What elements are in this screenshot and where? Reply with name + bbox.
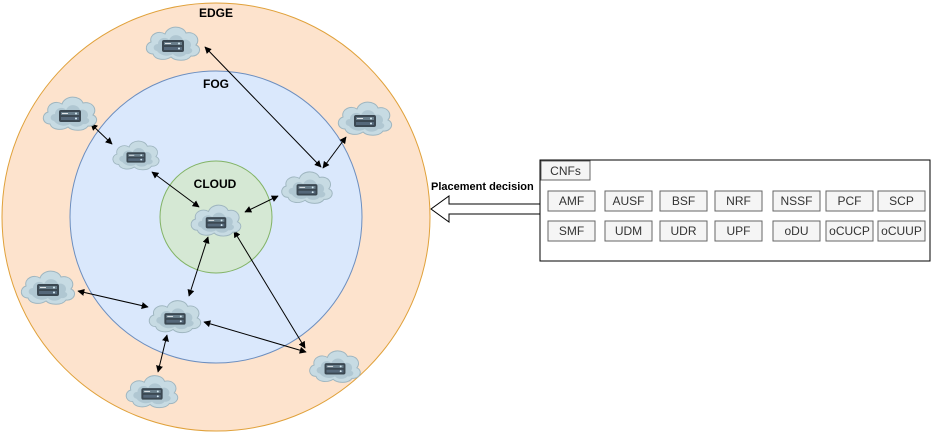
cnf-row-2: SMF UDM UDR UPF oDU oCUCP oCUUP [547, 220, 926, 242]
cnf-box-nssf [772, 190, 821, 212]
cnf-box-scp [877, 190, 926, 212]
cnf-label-scp: SCP [889, 194, 914, 208]
link-fog-right-to-cloud [244, 195, 279, 213]
cnf-box-udr [659, 220, 708, 242]
edge-label: EDGE [199, 6, 233, 20]
cnf-box-bsf [659, 190, 708, 212]
cnf-row-1: AMF AUSF BSF NRF NSSF PCF SCP [547, 190, 926, 212]
cnf-label-ocuup: oCUUP [881, 224, 922, 238]
cnf-box-odu [772, 220, 821, 242]
cnf-box-smf [547, 220, 596, 242]
cnf-label-nrf: NRF [726, 194, 751, 208]
cnf-box-ocucp [825, 220, 874, 242]
cnf-label-udm: UDM [615, 224, 642, 238]
cnf-box-upf [714, 220, 763, 242]
fog-label: FOG [203, 77, 229, 91]
cnf-box-udm [604, 220, 653, 242]
link-left-edge-to-fog-left [90, 123, 113, 145]
cloud-label: CLOUD [194, 177, 237, 191]
placement-decision-label: Placement decision [431, 181, 534, 193]
cnf-label-ocucp: oCUCP [829, 224, 870, 238]
cnf-box-ocuup [877, 220, 926, 242]
cnf-label-nssf: NSSF [780, 194, 812, 208]
cnf-box-pcf [825, 190, 874, 212]
cnfs-panel: CNFs AMF AUSF BSF NRF NSSF PCF SCP SMF UDM UDR UP… [539, 159, 931, 262]
cnfs-tab-label: CNFs [550, 164, 581, 178]
link-fog-left-to-cloud [151, 171, 200, 208]
link-right-edge-to-fog-right [322, 136, 347, 169]
cnf-box-amf [547, 190, 596, 212]
cnf-box-ausf [604, 190, 653, 212]
cnf-label-upf: UPF [727, 224, 751, 238]
cnf-label-odu: oDU [784, 224, 808, 238]
cnf-label-ausf: AUSF [612, 194, 644, 208]
link-cloud-to-fog-bottom [187, 236, 210, 297]
cnf-box-nrf [714, 190, 763, 212]
cnf-label-udr: UDR [671, 224, 697, 238]
link-fog-bottom-to-bottom-edge [156, 334, 169, 373]
cnf-label-smf: SMF [559, 224, 584, 238]
cnf-label-bsf: BSF [672, 194, 695, 208]
link-lower-left-edge-to-fog-bottom [77, 288, 149, 310]
link-top-edge-to-fog-right [204, 46, 322, 168]
cnfs-tab [540, 160, 591, 181]
placement-arrow [430, 195, 540, 223]
cnf-label-pcf: PCF [838, 194, 862, 208]
cnf-label-amf: AMF [559, 194, 584, 208]
connections [77, 46, 347, 373]
link-fog-bottom-to-bottom-right-edge [203, 320, 307, 354]
